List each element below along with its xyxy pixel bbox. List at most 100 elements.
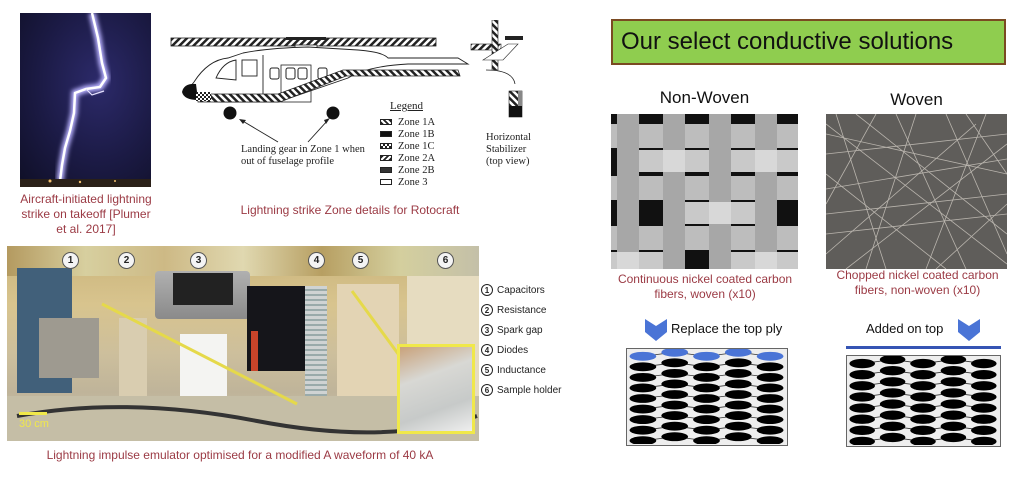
caption-line: Aircraft-initiated lightning [20, 192, 152, 206]
number-circle-icon: 2 [481, 304, 493, 316]
legend-label: Zone 1B [398, 128, 435, 140]
sample-holder-inset [397, 344, 475, 434]
fiber-tow [756, 383, 784, 393]
nonwoven-caption: Chopped nickel coated carbon fibers, non… [820, 268, 1015, 298]
fiber-tow [629, 383, 657, 393]
fiber-tow [661, 421, 689, 431]
legend-item: Zone 3 [380, 176, 435, 188]
number-circle-icon: 4 [481, 344, 493, 356]
lightning-bolt-icon [20, 13, 151, 187]
component-label: Inductance [497, 364, 546, 376]
component-item: 4 Diodes [481, 340, 561, 360]
fiber-tow [940, 377, 967, 387]
section-title: Our select conductive solutions [611, 19, 1006, 65]
helicopter-caption: Lightning strike Zone details for Rotocr… [240, 203, 460, 217]
emulator-caption: Lightning impulse emulator optimised for… [46, 448, 434, 462]
added-top-layer-bar [846, 346, 1001, 349]
ply-layers [849, 354, 997, 447]
fiber-tow [693, 436, 720, 446]
zone-1c-swatch-icon [380, 143, 392, 149]
caption-line: Continuous nickel coated carbon [617, 272, 793, 286]
fiber-tow [940, 399, 967, 409]
fiber-tow [724, 400, 752, 410]
fiber-tow [693, 425, 720, 435]
fiber-tow [910, 392, 936, 402]
fiber-tow [724, 421, 752, 431]
fiber-tow [693, 394, 720, 403]
section-title-text: Our select conductive solutions [621, 28, 954, 55]
fiber-tow [879, 421, 906, 431]
note-line: out of fuselage profile [241, 156, 335, 167]
woven-texture [611, 114, 798, 269]
component-label: Sample holder [497, 384, 562, 396]
fiber-tow [971, 392, 997, 402]
fiber-tow [849, 414, 875, 424]
woven-heading: Woven [890, 90, 943, 109]
fiber-tow [879, 399, 906, 409]
spark-gap-cover [173, 273, 233, 305]
zone-1a-swatch-icon [380, 119, 392, 125]
fiber-tow [756, 425, 784, 435]
fiber-tow [849, 436, 875, 447]
fiber-tow [629, 436, 657, 446]
fiber-tow [629, 372, 657, 382]
fiber-tow [693, 362, 720, 372]
number-circle-icon: 5 [481, 364, 493, 376]
helicopter-zone-diagram: Legend Zone 1A Zone 1B Zone 1C Zone 2A Z… [168, 19, 543, 195]
fiber-tow [629, 394, 657, 403]
fiber-tow [971, 403, 997, 413]
zone-2b-swatch-icon [380, 167, 392, 173]
fiber-tow [693, 404, 720, 414]
fiber-tow [629, 425, 657, 435]
diodes-column [305, 286, 327, 396]
fiber-tow [629, 404, 657, 414]
legend-item: Zone 1A [380, 116, 435, 128]
legend-title: Legend [390, 100, 423, 112]
fiber-tow [756, 415, 784, 425]
fiber-tow [756, 394, 784, 403]
fiber-tow [661, 358, 689, 368]
fiber-tow [849, 392, 875, 402]
component-label: Diodes [497, 344, 529, 356]
legend-label: Zone 3 [398, 176, 428, 188]
chevron-down-icon [645, 319, 667, 341]
legend-label: Zone 2A [398, 152, 436, 164]
fiber-tow [910, 358, 936, 369]
fiber-tow [661, 379, 689, 389]
caption-line: fibers, non-woven (x10) [854, 283, 981, 297]
component-label: Resistance [497, 304, 547, 316]
note-line: (top view) [486, 156, 530, 167]
fiber-tow [661, 347, 689, 357]
legend-item: Zone 1C [380, 140, 435, 152]
fiber-tow [724, 390, 752, 399]
added-on-top-label: Added on top [866, 321, 944, 336]
fiber-tow [910, 403, 936, 413]
fiber-tow [849, 370, 875, 380]
fiber-tow [971, 425, 997, 435]
fiber-tow [940, 410, 967, 420]
zone-2a-swatch-icon [380, 155, 392, 161]
caption-line: et al. 2017] [56, 222, 116, 236]
fire-extinguisher [251, 331, 258, 371]
note-line: Landing gear in Zone 1 when [241, 144, 365, 155]
fiber-tow [724, 379, 752, 389]
helicopter-drawing [170, 19, 523, 143]
fiber-tow [724, 411, 752, 421]
legend-label: Zone 1C [398, 140, 435, 152]
fiber-tow [724, 358, 752, 368]
scale-bar [19, 412, 47, 415]
fiber-tow [971, 414, 997, 424]
fiber-tow [756, 372, 784, 382]
fiber-tow [661, 400, 689, 410]
marker-3: 3 [190, 252, 207, 269]
fiber-tow [879, 354, 906, 365]
fiber-tow [849, 403, 875, 413]
fiber-tow [971, 358, 997, 369]
marker-4: 4 [308, 252, 325, 269]
fiber-tow [849, 358, 875, 369]
legend-item: Zone 2B [380, 164, 435, 176]
fiber-tow [849, 425, 875, 435]
fiber-tow [971, 436, 997, 447]
fiber-tow [910, 425, 936, 435]
